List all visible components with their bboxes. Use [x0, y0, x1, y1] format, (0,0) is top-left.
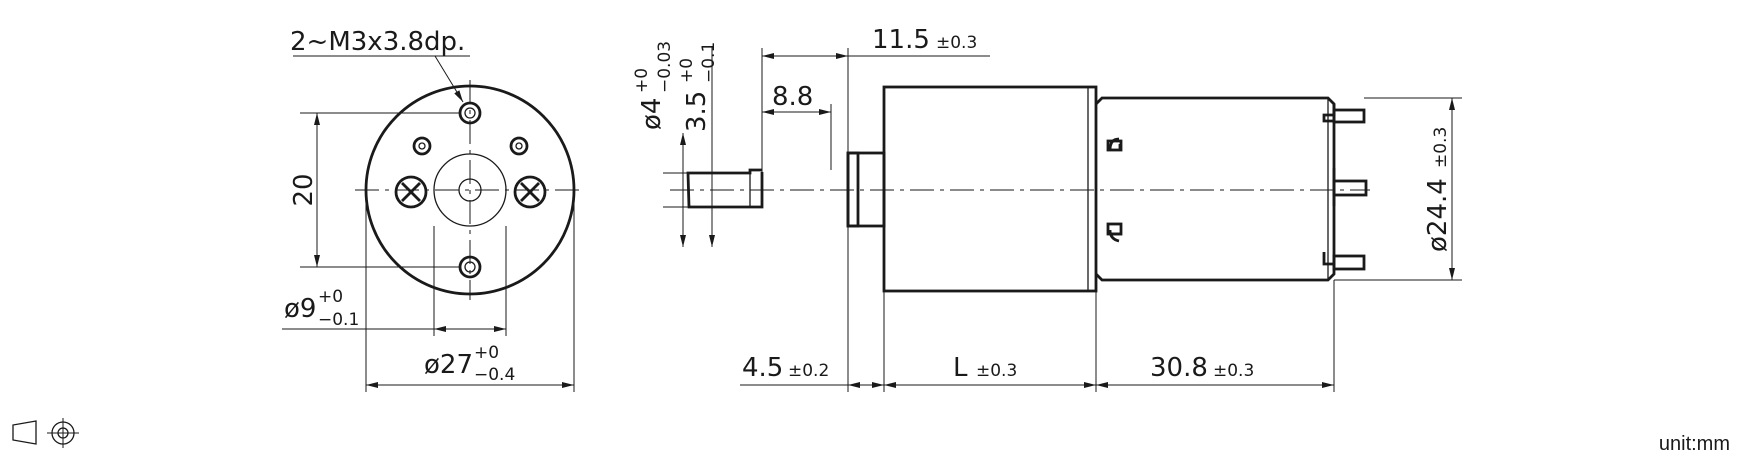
hole-spacing-label: 20: [289, 173, 319, 206]
third-angle-projection-icon: [12, 418, 79, 448]
rear-bushing: [1332, 179, 1368, 197]
shaft: [686, 168, 764, 209]
terminal-top: [1332, 108, 1366, 124]
small-hole-left: [412, 136, 432, 156]
shaft-len-label: 11.5: [872, 25, 930, 55]
shaft-dia-label: ø4: [637, 98, 667, 130]
shaft-tol-low: −0.03: [655, 41, 675, 93]
screw-left: [394, 175, 428, 209]
side-view: [663, 47, 1462, 392]
body-tol-low: −0.4: [474, 365, 515, 385]
motor-len-label: 30.8: [1150, 353, 1208, 383]
motor-dia-label: ø24.4: [1423, 178, 1453, 252]
terminal-top-base: [1322, 104, 1336, 123]
vent-top: [1106, 139, 1123, 152]
small-hole-right: [509, 136, 529, 156]
unit-label: unit:mm: [1659, 433, 1730, 455]
flat-len-label: 8.8: [772, 82, 813, 112]
boss-tol-up: +0: [318, 287, 343, 307]
motor-len-tol: ±0.3: [1213, 361, 1254, 381]
motor-dia-tol: ±0.3: [1431, 127, 1451, 168]
boss-len-tol: ±0.2: [788, 361, 829, 381]
boss-dia-label: ø9: [284, 294, 316, 324]
gear-len-tol: ±0.3: [976, 361, 1017, 381]
motor: [1095, 96, 1336, 282]
shaft-tol-up: +0: [632, 68, 652, 93]
flat-tol-up: +0: [677, 58, 697, 83]
front-view: [282, 55, 585, 392]
body-tol-up: +0: [474, 343, 499, 363]
gear-len-label: L: [953, 353, 968, 383]
flat-dim-label: 3.5: [682, 91, 712, 132]
body-dia-label: ø27: [424, 350, 473, 380]
terminal-bottom: [1332, 254, 1366, 271]
screw-right: [513, 175, 547, 209]
vent-bottom: [1106, 222, 1123, 236]
boss-tol-low: −0.1: [318, 310, 359, 330]
flat-tol-low: −0.1: [699, 42, 719, 83]
thread-label: 2~M3x3.8dp.: [290, 27, 465, 57]
boss-len-label: 4.5: [742, 353, 783, 383]
gearbox: [882, 85, 1098, 293]
shaft-len-tol: ±0.3: [936, 33, 977, 53]
